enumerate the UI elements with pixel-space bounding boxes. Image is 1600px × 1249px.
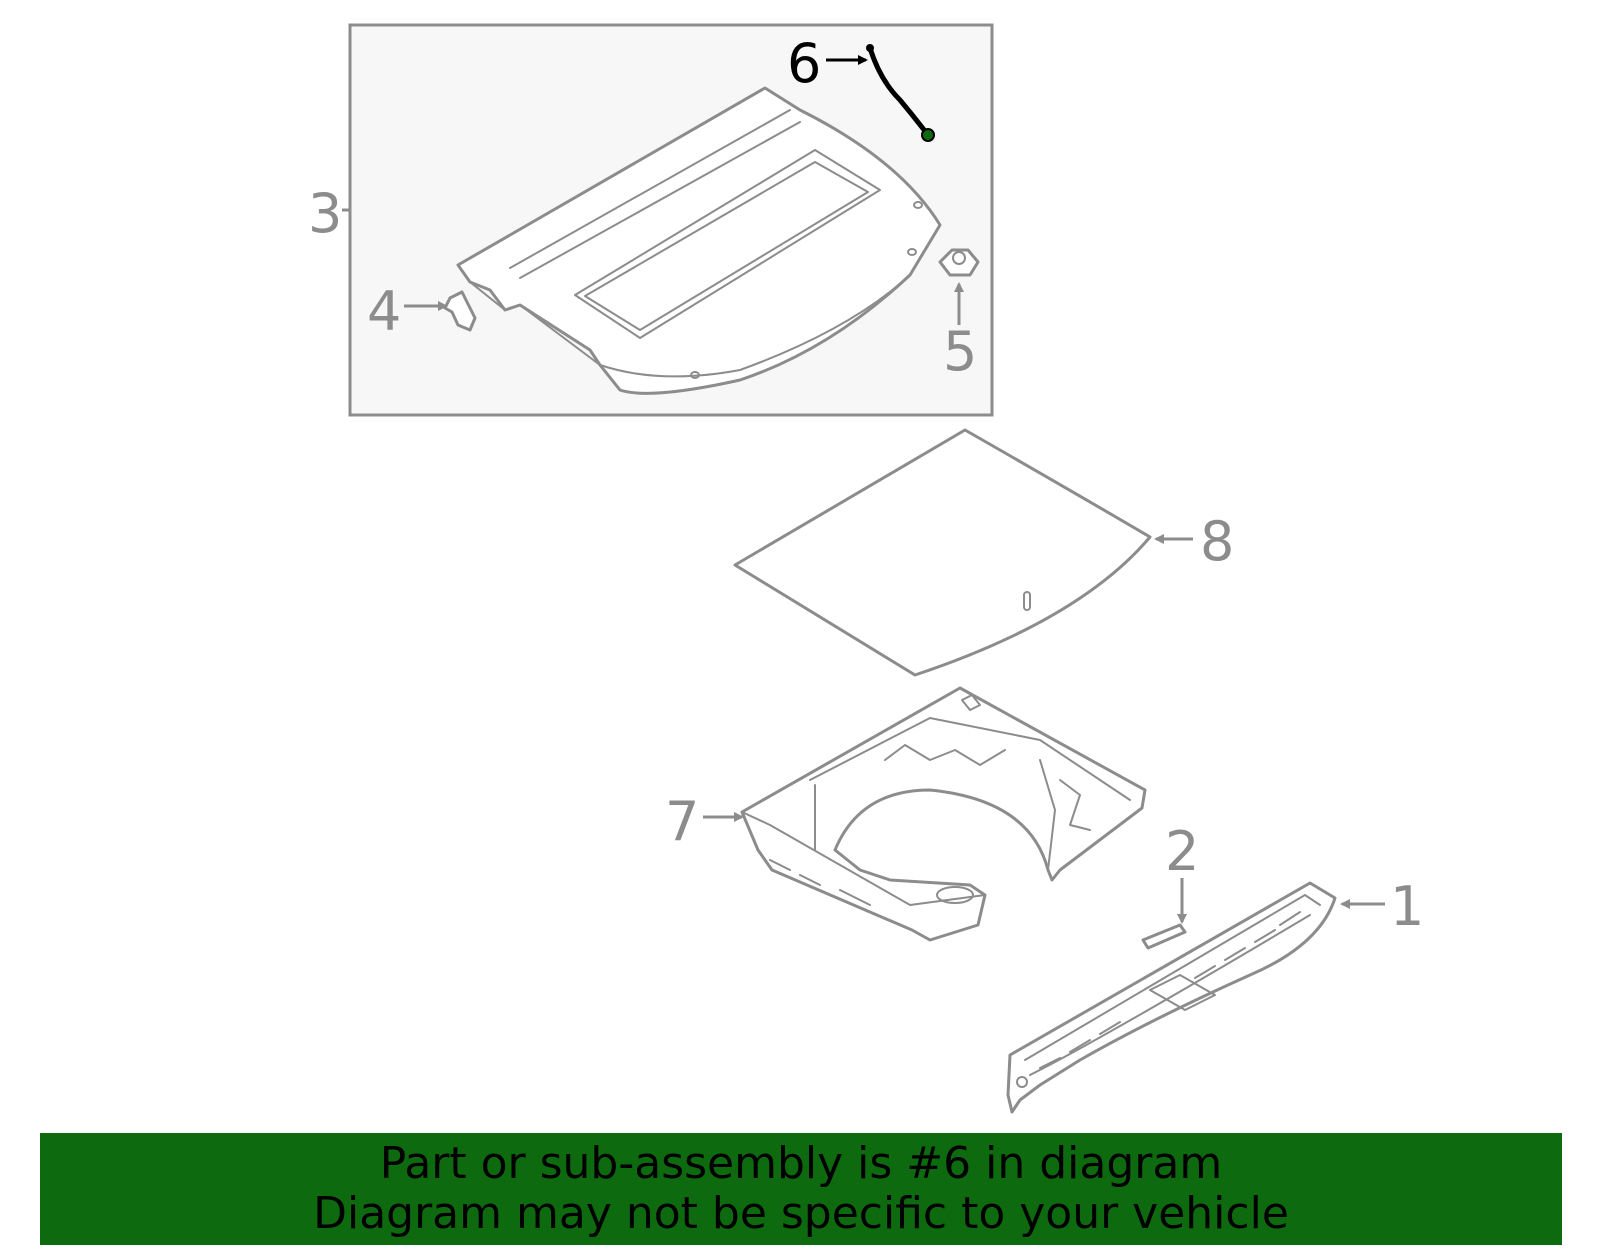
callout-3: 3 xyxy=(308,182,342,245)
callout-2: 2 xyxy=(1165,820,1199,883)
part-7-spare-tire-tray xyxy=(740,686,1147,942)
part-2-pad xyxy=(1141,923,1187,950)
part-1-sill-plate xyxy=(1006,881,1337,1114)
part-8-floor-panel xyxy=(733,428,1152,677)
info-banner: Part or sub-assembly is #6 in diagram Di… xyxy=(40,1133,1562,1245)
callout-5: 5 xyxy=(943,320,977,383)
part-6-cord xyxy=(866,44,935,142)
banner-line-2: Diagram may not be specific to your vehi… xyxy=(313,1188,1289,1239)
part-5-fastener xyxy=(938,248,980,277)
part-3-package-tray xyxy=(456,86,942,395)
callout-4: 4 xyxy=(367,280,401,343)
callout-8: 8 xyxy=(1200,510,1234,573)
leader-lines xyxy=(342,55,1385,924)
callout-6: 6 xyxy=(787,32,821,95)
banner-line-1: Part or sub-assembly is #6 in diagram xyxy=(379,1138,1223,1189)
callout-7: 7 xyxy=(665,790,699,853)
callout-1: 1 xyxy=(1390,875,1424,938)
